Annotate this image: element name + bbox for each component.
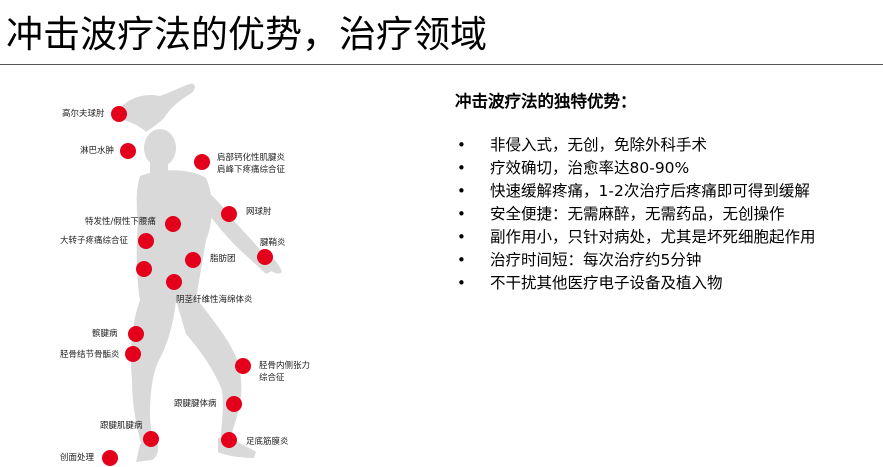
advantage-item: • 安全便捷：无需麻醉，无需药品，无创操作 [455,203,883,226]
advantages-heading: 冲击波疗法的独特优势： [455,92,637,111]
bullet-icon: • [457,182,466,200]
advantage-text: 治疗时间短：每次治疗约5分钟 [490,251,702,269]
marker-dot [120,143,136,159]
marker-dot [102,450,118,466]
marker-dot [111,106,127,122]
marker-dot [221,206,237,222]
marker-dot [138,233,154,249]
advantage-item: • 副作用小，只针对病处，尤其是坏死细胞起作用 [455,226,883,249]
marker-dot [221,432,237,448]
marker-dot [136,261,152,277]
advantage-item: • 非侵入式，无创，免除外科手术 [455,134,883,157]
advantage-item: • 不干扰其他医疗电子设备及植入物 [455,272,883,295]
marker-dot [185,252,201,268]
advantage-text: 快速缓解疼痛，1-2次治疗后疼痛即可得到缓解 [490,182,810,200]
marker-dot [235,358,251,374]
bullet-icon: • [457,159,466,177]
marker-dot [125,346,141,362]
body-point-label: 脂肪团 [210,254,236,264]
marker-dot [226,396,242,412]
human-silhouette-figure [118,83,282,462]
body-point-label: 创面处理 [60,453,95,463]
marker-dot [194,154,210,170]
advantage-item: • 治疗时间短：每次治疗约5分钟 [455,249,883,272]
advantage-item: • 快速缓解疼痛，1-2次治疗后疼痛即可得到缓解 [455,180,883,203]
advantage-text: 非侵入式，无创，免除外科手术 [490,136,708,154]
advantage-text: 不干扰其他医疗电子设备及植入物 [490,274,723,292]
body-point-label: 跟腱肌腱病 [100,421,143,431]
advantage-item: • 疗效确切，治愈率达80-90% [455,157,883,180]
marker-dot [166,274,182,290]
advantage-text: 副作用小，只针对病处，尤其是坏死细胞起作用 [490,228,816,246]
marker-dot [165,216,181,232]
body-point-label: 肩部钙化性肌腱炎 [217,153,286,163]
marker-dot [257,249,273,265]
body-point-label: 腱鞘炎 [260,238,286,248]
body-point-label: 肩峰下疼痛综合征 [217,165,286,175]
advantages-panel: 冲击波疗法的独特优势： • 非侵入式，无创，免除外科手术 • 疗效确切，治愈率达… [455,88,883,295]
bullet-icon: • [457,274,466,292]
body-point-label: 网球肘 [246,207,272,217]
body-point-label: 足底筋膜炎 [246,437,289,447]
body-point-label: 跟腱腱体病 [174,399,217,409]
body-point-label: 大转子疼痛综合征 [60,236,129,246]
advantage-text: 安全便捷：无需麻醉，无需药品，无创操作 [490,205,785,223]
marker-dot [128,326,144,342]
body-point-label: 综合征 [259,373,285,383]
advantage-text: 疗效确切，治愈率达80-90% [490,159,690,177]
bullet-icon: • [457,228,466,246]
bullet-icon: • [457,251,466,269]
slide-title: 冲击波疗法的优势，治疗领域 [6,13,487,56]
advantages-list: • 非侵入式，无创，免除外科手术 • 疗效确切，治愈率达80-90% • 快速缓… [455,134,883,295]
bullet-icon: • [457,205,466,223]
body-point-label: 胫骨结节骨骺炎 [60,350,120,360]
bullet-icon: • [457,136,466,154]
body-point-label: 特发性/假性下腰痛 [85,217,156,227]
body-point-label: 髌腱病 [92,329,118,339]
title-divider [0,64,883,65]
body-point-label: 阴茎纤维性海绵体炎 [176,295,253,305]
body-point-label: 淋巴水肿 [80,146,115,156]
marker-dot [143,431,159,447]
body-point-label: 高尔夫球肘 [62,109,105,119]
body-point-label: 胫骨内侧张力 [259,361,311,371]
